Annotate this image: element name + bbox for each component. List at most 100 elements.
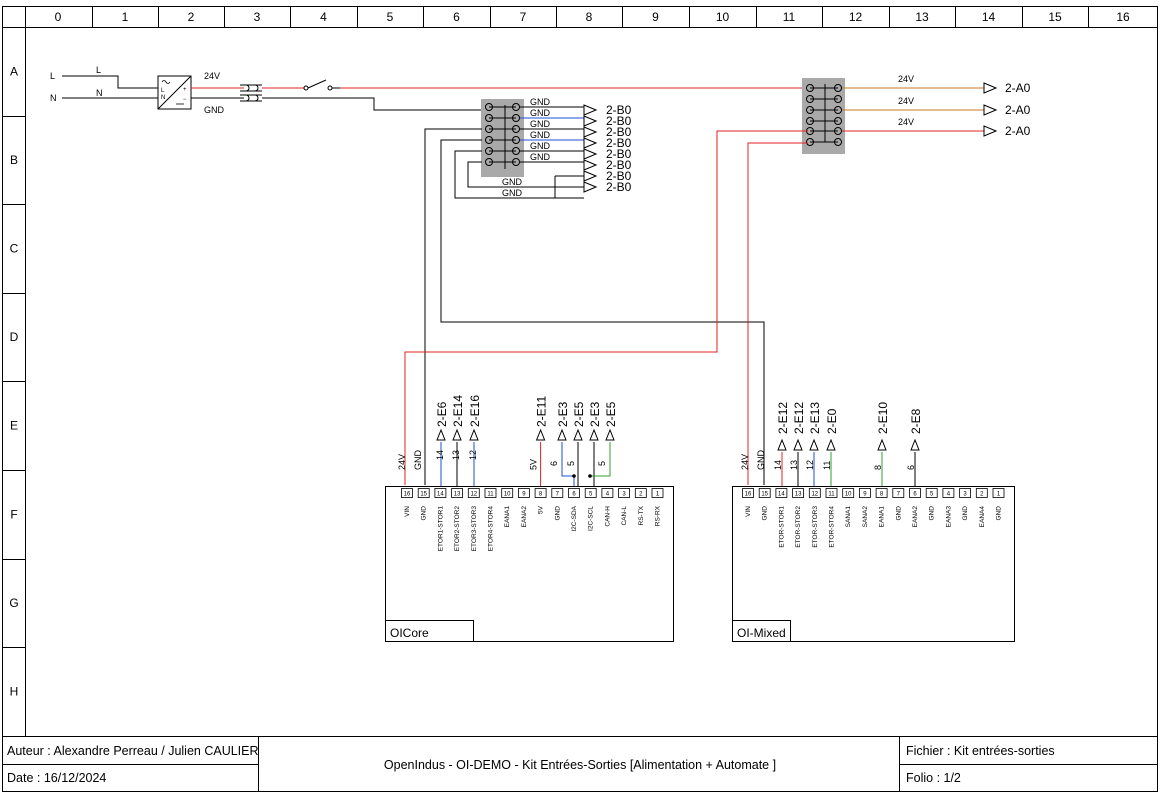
gnd-block-body [481,99,524,177]
cross-reference: 2-E6 [435,401,449,427]
pin-number: 3 [622,492,626,498]
pin-box [959,488,971,498]
row-letter: C [10,242,19,256]
terminal-screw-icon [485,125,493,133]
pin-number: 15 [420,492,427,498]
terminal-screw-icon [834,117,842,125]
psu-diagonal [157,75,192,110]
pin-label: ETOR2-STOR2 [454,506,461,552]
terminal-screw-icon [485,136,493,144]
cross-reference: 2-E16 [468,395,482,427]
n-wire-label: N [96,88,103,98]
pin-number: 8 [880,492,884,498]
gnd-to-oicore [424,128,482,485]
wire-number: 5 [597,461,607,466]
pin-box [742,488,754,498]
ref-arrow-icon [983,82,998,94]
pin-number: 15 [761,492,768,498]
pin-number: 12 [470,492,477,498]
pin-label: EANA3 [945,506,952,528]
supply-l-label: L [50,71,55,81]
pin-number: 5 [930,492,934,498]
pin-box [434,488,447,498]
i2c-sda-wire [561,442,575,486]
column-number: 0 [55,10,62,24]
pin-box [601,488,614,498]
pin-number: 13 [454,492,461,498]
pin-box [825,488,838,498]
pin-number: 6 [913,492,917,498]
terminal-screw-icon [834,138,842,146]
gnd-wire-label: GND [530,152,551,162]
24v-block-body [802,78,845,154]
column-number: 5 [387,10,394,24]
pin-box [651,488,664,498]
terminal-screw-icon [834,95,842,103]
ref-arrow-icon [583,115,598,127]
pin-label: I2C-SCL [588,506,595,531]
oicore-gnd-label: GND [413,450,423,471]
cross-reference: 2-B0 [606,158,632,172]
pin-box [942,488,955,498]
supply-section: L N L N L N + − 24V GND [50,65,808,115]
oimixed-24v-label: 24V [740,454,750,470]
terminal-screw-icon [512,147,520,155]
wire-number: 12 [805,460,815,470]
column-number: 8 [586,10,593,24]
psu-24v-label: 24V [204,71,220,81]
cross-reference: 2-A0 [1005,81,1031,95]
gnd-terminal-block: GNDGNDGNDGNDGNDGND2-B02-B02-B02-B02-B02-… [424,97,765,485]
row-letter: D [10,330,19,344]
fuse-icon [240,84,262,92]
column-number: 14 [982,10,996,24]
pin-number: 5 [589,492,593,498]
pin-label: ETOR-STOR1 [778,506,785,548]
gnd-extra-label-1: GND [502,177,523,187]
wire-number: 8 [873,465,883,470]
terminal-screw-icon [806,95,814,103]
pin-number: 14 [437,492,444,498]
pin-label: I2C-SDA [571,505,578,531]
pin-label: 5V [538,505,545,514]
ref-arrow-icon [826,438,836,451]
pin-label: GND [554,506,561,521]
l-wire-label: L [96,65,101,75]
pin-number: 1 [656,492,660,498]
oicore-module: OICore 16VIN15GND14ETOR1-STOR113ETOR2-ST… [385,395,674,642]
wire-number: 6 [549,461,559,466]
gnd-extra-2 [467,161,584,188]
wire-number: 14 [435,450,445,460]
pin-box [501,488,514,498]
cross-reference: 2-E5 [604,401,618,427]
cross-reference: 2-E12 [776,402,790,434]
ref-arrow-icon [469,428,479,441]
pin-box [775,488,788,498]
cross-reference: 2-B0 [606,136,632,150]
ref-arrow-icon [583,126,598,138]
pin-label: ETOR4-STOR4 [488,506,495,552]
gnd-wire-label: GND [530,108,551,118]
pin-label: GND [929,506,936,521]
gnd-wire-label: GND [530,141,551,151]
pin-number: 11 [828,492,835,498]
row-letter: H [10,685,19,699]
cross-reference: 2-B0 [606,180,632,194]
row-letter: E [10,419,18,433]
terminal-screw-icon [512,103,520,111]
v24-wire-label: 24V [898,96,914,106]
column-number: 4 [320,10,327,24]
junction-dot [572,474,576,478]
pin-box [842,488,855,498]
pin-label: ETOR-STOR4 [829,506,836,548]
date: Date : 16/12/2024 [7,771,106,785]
cross-reference: 2-A0 [1005,124,1031,138]
pin-box [859,488,871,498]
author: Auteur : Alexandre Perreau / Julien CAUL… [7,744,259,758]
pin-box [451,488,464,498]
gnd-extra-1 [454,150,584,199]
oimixed-module: OI-Mixed 16VIN15GND14ETOR-STOR113ETOR-ST… [732,402,1015,642]
wire-number: 6 [906,465,916,470]
junction-dot [588,474,592,478]
